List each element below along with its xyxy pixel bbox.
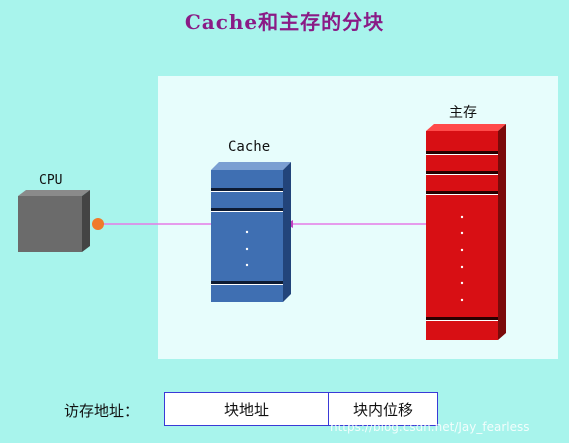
cache-label: Cache bbox=[228, 139, 271, 155]
cache-block bbox=[211, 162, 291, 302]
diagram-title: Cache和主存的分块 bbox=[184, 10, 385, 34]
memory-label: 主存 bbox=[449, 105, 477, 121]
block-address-field: 块地址 bbox=[164, 392, 329, 426]
watermark: https://blog.csdn.net/Jay_fearless bbox=[330, 420, 530, 434]
cpu-block bbox=[18, 190, 90, 252]
cpu-port-icon bbox=[92, 218, 104, 230]
cpu-label: CPU bbox=[39, 173, 63, 188]
block-offset-field: 块内位移 bbox=[328, 392, 438, 426]
memory-block bbox=[426, 124, 506, 340]
address-label: 访存地址： bbox=[64, 402, 140, 420]
